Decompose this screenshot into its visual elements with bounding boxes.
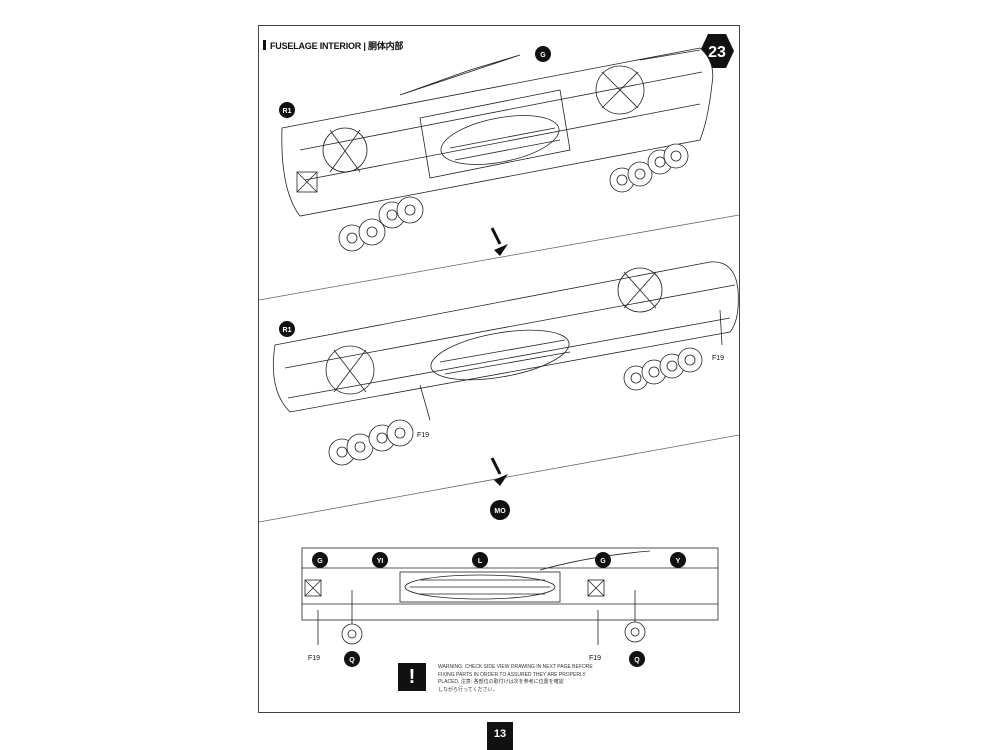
callout-q-right: Q (629, 651, 645, 667)
label-f19-right: F19 (712, 355, 724, 362)
step-number: 23 (708, 44, 726, 61)
side-view-drawing (301, 547, 719, 645)
warning-note: WARNING: CHECK SIDE VIEW DRAWING IN NEXT… (438, 664, 593, 694)
svg-text:MO: MO (494, 508, 506, 515)
svg-text:G: G (540, 52, 546, 59)
svg-text:YI: YI (377, 558, 384, 565)
svg-text:Q: Q (634, 657, 640, 664)
callout-y: Y (670, 552, 686, 568)
callout-yi: YI (372, 552, 388, 568)
svg-text:L: L (478, 558, 483, 565)
callout-g-right: G (595, 552, 611, 568)
callout-g-left: G (312, 552, 328, 568)
callout-r1-b: R1 (279, 321, 295, 337)
callout-l: L (472, 552, 488, 568)
fuselage-drawing-2 (272, 261, 739, 421)
callout-q-left: Q (344, 651, 360, 667)
label-f19-bottom-right: F19 (589, 655, 601, 662)
side-view-wheels (341, 621, 646, 645)
panel-divider-1 (258, 214, 740, 301)
svg-text:Y: Y (676, 558, 681, 565)
label-f19-mid: F19 (417, 432, 429, 439)
warning-line: WARNING: CHECK SIDE VIEW DRAWING IN NEXT… (438, 664, 593, 670)
warning-icon: ! (398, 663, 426, 691)
warning-mark: ! (408, 666, 416, 688)
svg-text:Q: Q (349, 657, 355, 664)
svg-text:R1: R1 (283, 327, 292, 334)
section-title: FUSELAGE INTERIOR | 胴体内部 (270, 41, 404, 51)
landing-gear-2 (328, 347, 703, 466)
callout-r1-a: R1 (279, 102, 295, 118)
down-arrow-1 (490, 227, 508, 256)
svg-text:G: G (317, 558, 323, 565)
label-f19-bottom-left: F19 (308, 655, 320, 662)
page-number: 13 (493, 728, 507, 740)
section-marker (263, 40, 266, 50)
svg-text:G: G (600, 558, 606, 565)
warning-line: PLACED. 注意: 各部位の取付けは次を参考に位置を確認 (438, 679, 564, 685)
down-arrow-2 (490, 457, 508, 486)
callout-mo: MO (490, 500, 510, 520)
svg-text:R1: R1 (283, 108, 292, 115)
fuselage-drawing-1 (281, 47, 714, 217)
landing-gear-1 (338, 143, 689, 252)
warning-line: FIXING PARTS IN ORDER TO ASSURED THEY AR… (438, 671, 586, 678)
page-number-tab: 13 (487, 722, 513, 750)
warning-line: しながら行ってください。 (438, 686, 498, 693)
callout-g-top: G (535, 46, 551, 62)
